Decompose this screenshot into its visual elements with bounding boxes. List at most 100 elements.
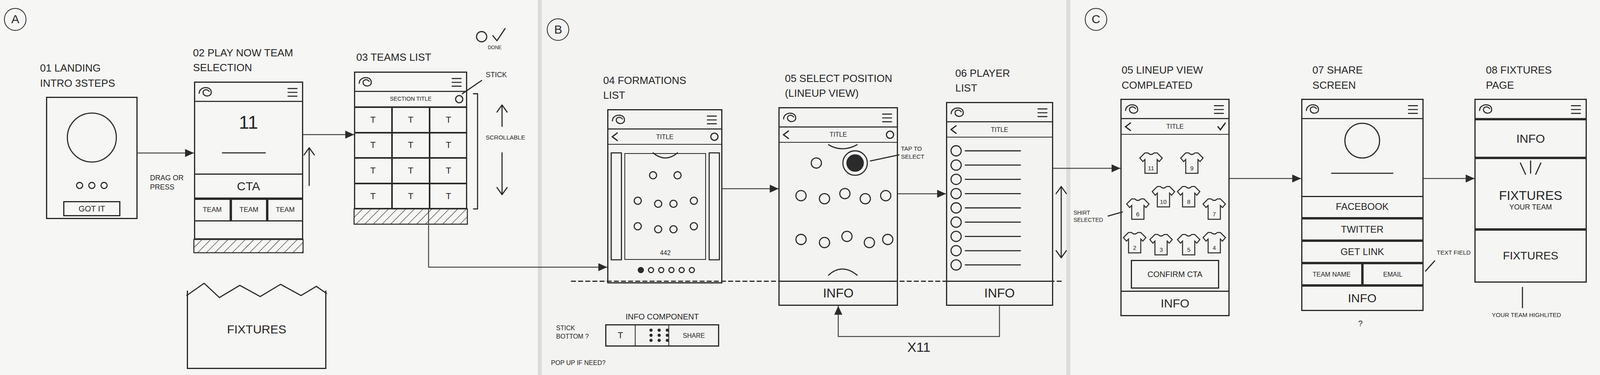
shirt-icon: 8 [1176,185,1201,208]
connector-line [838,306,1000,337]
connector [1423,174,1475,183]
grid-cell: T [429,158,468,184]
title-bar: TITLE [607,129,723,145]
node-text: 7 [1212,210,1216,218]
screen-text: 11 [195,111,302,134]
node-text: GOT IT [78,204,105,214]
node-text: 11 [1148,164,1155,172]
node-text: T [408,114,414,126]
node-text: CTA [236,179,260,194]
node-text: INFO [822,285,854,301]
node-text: 2 [1133,244,1137,252]
ui-box: TEAM [267,198,303,222]
connector-line [428,209,607,268]
grid-cell: T [392,107,430,133]
node-text: INFO [1516,131,1546,146]
phone-screen: 05 LINEUP VIEW COMPLEATEDTITLE1196108723… [1120,98,1230,316]
phone-screen: 03 TEAMS LISTSECTION TITLETTTTTTTTTTTT [354,71,468,210]
screen-title: 01 LANDING INTRO 3STEPS [40,60,130,91]
ui-box: TWITTER [1301,218,1424,241]
shirt-icon: 6 [1125,198,1150,221]
annotation: STICK BOTTOM ? [556,324,597,342]
node-text: SECTION TITLE [390,95,432,103]
annotation: TEXT FIELD [1436,248,1478,257]
connector [303,130,355,139]
ui-box: FACEBOOK [1301,196,1424,219]
app-header [355,72,466,92]
shirt-icon: 3 [1148,233,1174,256]
title-bar: TITLE [946,122,1054,138]
node-text: T [445,191,451,202]
title-bar: TITLE [1120,119,1230,135]
annotation: YOUR TEAM HIGHLITED [1492,311,1566,320]
shirt-icon: 9 [1179,152,1204,175]
node-text: T [445,140,451,151]
phone-screen: 01 LANDING INTRO 3STEPSGOT IT [46,96,138,220]
title-bar: SECTION TITLE [354,92,468,108]
screen-title: 06 PLAYER LIST [955,66,1029,96]
grid-cell: T [392,158,430,184]
node-text: 10 [1160,198,1167,206]
annotation: ? [1358,318,1371,329]
node-text: T [408,165,414,176]
node-text: TITLE [829,130,848,139]
edge-label: X11 [904,340,933,355]
app-header [779,108,897,128]
screen-title: 08 FIXTURES PAGE [1486,62,1578,93]
connector [898,190,946,198]
ui-box: INFO [946,280,1054,307]
connector [428,209,607,272]
node-text: T [370,114,376,126]
node-text: TEAM [275,206,295,214]
node-text: 8 [1187,198,1191,206]
annotation: SHIRT SELECTED [1073,209,1115,224]
screen-title: 05 SELECT POSITION (LINEUP VIEW) [784,71,928,102]
node-text: T [408,140,414,151]
grid-cell: T [354,132,392,159]
app-header [195,82,302,102]
screen-title: 02 PLAY NOW TEAM SELECTION [193,45,296,76]
node-text: EMAIL [1383,270,1403,279]
panel-letter: C [1084,8,1108,31]
node-text: T [370,191,376,202]
grid-cell: SHARE [668,324,720,347]
arrow-head [1292,174,1302,183]
screen-title: 07 SHARE SCREEN [1312,62,1400,93]
shirt-icon: 2 [1122,231,1147,254]
node-text: 5 [1187,246,1191,254]
app-header [608,110,722,130]
node-text: GET LINK [1340,246,1384,258]
grid-cell: T [605,324,636,347]
done-circle [454,94,464,104]
annotation: DONE [487,44,519,52]
node-text: FIXTURES [1502,249,1558,263]
arrow-head [1111,164,1121,173]
node-text: SHARE [682,332,705,340]
arrow-head [345,130,354,139]
ui-box: GOT IT [63,201,121,217]
grid-cell: T [392,132,430,159]
app-header [947,103,1052,123]
grid-cell: T [354,158,392,184]
ui-box: GET LINK [1301,240,1424,264]
ui-box: INFO [1474,119,1587,158]
phone-screen: 08 FIXTURES PAGEINFOFIXTURESYOUR TEAMFIX… [1474,98,1587,283]
node-text: TEAM [239,206,259,214]
grid-cell: T [429,132,468,159]
screen-title: 05 LINEUP VIEW COMPLEATED [1121,62,1229,93]
screen-title: 03 TEAMS LIST [356,50,459,66]
node-text: T [370,140,376,151]
node-text: INFO [984,285,1015,301]
done-check [1216,122,1227,132]
arrow-head [937,190,946,198]
done-circle [709,132,720,142]
screen-title: 04 FORMATIONS LIST [603,73,690,104]
node-text: YOUR TEAM [1509,203,1552,212]
grid-cell: T [392,183,430,210]
connector [1053,164,1121,173]
ui-box: TEAM NAME [1301,263,1363,286]
node-text: FIXTURES [226,322,286,337]
node-text: INFO [1348,291,1377,306]
